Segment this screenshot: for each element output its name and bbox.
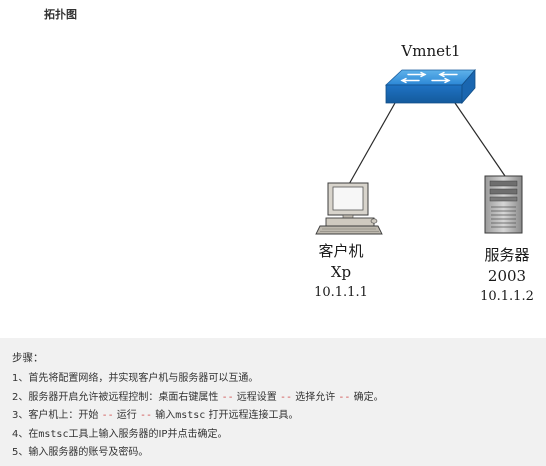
server-os-label: 2003 [487, 267, 527, 285]
command-text: mstsc [175, 410, 206, 422]
link-switch-server [454, 102, 506, 177]
steps-title: 步骤： [12, 352, 44, 364]
step-text: 打开远程连接工具。 [205, 410, 299, 422]
step-text: 首先将配置网络，并实现客户机与服务器可以互通。 [28, 373, 259, 384]
switch-icon [384, 68, 476, 105]
step-item: 5、输入服务器的账号及密码。 [12, 444, 384, 463]
step-separator: -- [139, 410, 153, 422]
step-text: 远程设置 [233, 391, 280, 403]
steps-panel: 步骤： 1、首先将配置网络，并实现客户机与服务器可以互通。 2、服务器开启允许被… [0, 338, 546, 466]
client-name-label: 客户机 [318, 242, 364, 260]
step-text: 运行 [113, 410, 140, 422]
steps-list: 1、首先将配置网络，并实现客户机与服务器可以互通。 2、服务器开启允许被远程控制… [12, 370, 384, 463]
step-item: 2、服务器开启允许被远程控制：桌面右键属性 -- 远程设置 -- 选择允许 --… [12, 389, 384, 408]
server-icon [484, 175, 523, 234]
step-text: 在 [28, 428, 39, 440]
step-text: 服务器开启允许被远程控制：桌面右键属性 [28, 391, 222, 403]
server-name-label: 服务器 [484, 246, 530, 264]
server-ip-label: 10.1.1.2 [480, 289, 534, 304]
topology-diagram [315, 68, 523, 235]
step-item: 3、客户机上：开始 -- 运行 -- 输入mstsc 打开远程连接工具。 [12, 407, 384, 426]
step-item: 1、首先将配置网络，并实现客户机与服务器可以互通。 [12, 370, 384, 389]
step-separator: -- [338, 391, 351, 403]
step-number: 2、 [12, 391, 29, 403]
step-separator: -- [279, 391, 293, 403]
step-text: 输入服务器的账号及密码。 [28, 447, 149, 459]
command-text: mstsc [38, 428, 69, 440]
step-separator: -- [221, 391, 234, 403]
step-item: 4、在mstsc工具上输入服务器的IP并点击确定。 [12, 426, 384, 445]
step-number: 1、 [12, 373, 29, 384]
page-heading: 拓扑图 [44, 8, 77, 21]
step-text: 客户机上：开始 [28, 410, 102, 422]
client-os-label: Xp [330, 263, 352, 281]
step-number: 3、 [12, 410, 29, 422]
step-text: 输入 [152, 410, 176, 422]
step-text: 工具上输入服务器的IP并点击确定。 [68, 428, 228, 440]
step-text: 选择允许 [292, 391, 339, 403]
client-ip-label: 10.1.1.1 [314, 285, 368, 300]
link-switch-client [347, 102, 396, 187]
step-number: 5、 [12, 447, 29, 459]
step-text: 确定。 [350, 391, 384, 403]
computer-icon [315, 182, 383, 235]
step-separator: -- [101, 410, 114, 422]
step-number: 4、 [12, 428, 29, 440]
switch-label: Vmnet1 [401, 42, 461, 60]
